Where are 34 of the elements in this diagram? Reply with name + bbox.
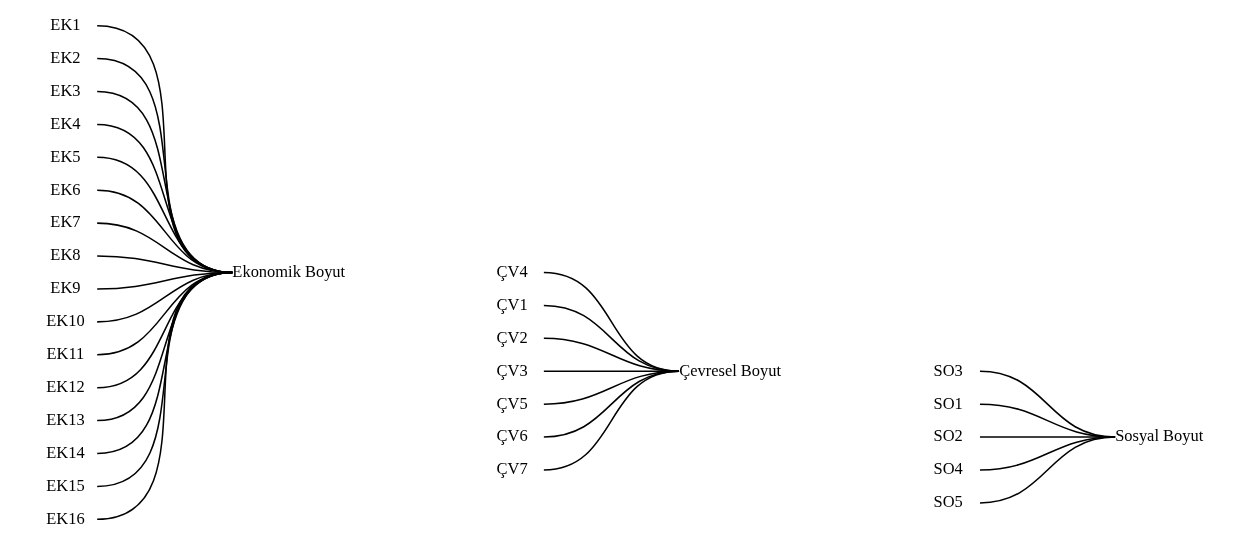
node-text: ÇV4 <box>496 261 528 281</box>
node-text: SO5 <box>933 492 963 512</box>
node-text: EK5 <box>50 146 81 166</box>
node-text: ÇV5 <box>496 393 528 413</box>
node-text: Sosyal Boyut <box>1115 426 1204 446</box>
node-text: EK13 <box>46 409 85 429</box>
node-text: Ekonomik Boyut <box>232 261 346 281</box>
node-text: SO4 <box>933 459 963 479</box>
node-text: EK7 <box>50 212 81 232</box>
node-text: SO2 <box>933 426 963 446</box>
node-text: ÇV1 <box>496 294 528 314</box>
node-text: EK9 <box>50 278 81 298</box>
node-text: EK12 <box>46 377 85 397</box>
node-text: ÇV3 <box>496 360 528 380</box>
node-text: SO3 <box>933 360 963 380</box>
node-text: EK14 <box>46 442 85 462</box>
node-text: ÇV6 <box>496 426 528 446</box>
node-text: ÇV7 <box>496 459 528 479</box>
node-text: ÇV2 <box>496 327 528 347</box>
node-text: EK2 <box>50 47 81 67</box>
node-text: EK8 <box>50 245 81 265</box>
node-text: EK3 <box>50 80 81 100</box>
node-text: EK6 <box>50 179 81 199</box>
node-text: EK15 <box>46 475 85 495</box>
node-text: EK11 <box>46 344 85 364</box>
node-text: Çevresel Boyut <box>679 360 782 380</box>
node-text: EK16 <box>46 508 85 528</box>
node-text: SO1 <box>933 393 963 413</box>
node-text: EK10 <box>46 311 85 331</box>
node-text: EK4 <box>50 113 81 133</box>
connector <box>543 370 680 471</box>
connector <box>979 436 1116 504</box>
connector <box>543 271 680 372</box>
node-text: EK1 <box>50 15 81 34</box>
